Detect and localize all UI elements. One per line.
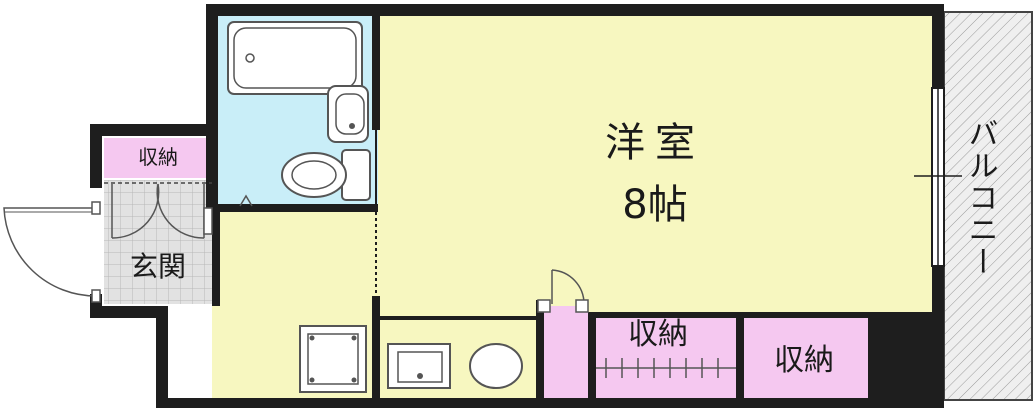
storage-small-door: [537, 269, 589, 313]
kitchen-sink: [387, 343, 451, 389]
storage-center-label: 収納: [628, 317, 688, 352]
washing-machine-space: [299, 325, 367, 393]
western-room-name: 洋室: [605, 120, 705, 166]
storage-hanger-rail: [596, 358, 736, 378]
storage-right-floor: [742, 318, 870, 400]
wash-basin: [327, 85, 369, 143]
balcony-area: [943, 11, 1033, 401]
storage-right-label: 収納: [774, 343, 834, 378]
entrance-label: 玄関: [130, 250, 186, 283]
storage-center-floor: [594, 318, 738, 400]
walls: [90, 4, 944, 408]
balcony-label: バルコニー: [963, 118, 998, 278]
entrance-door: [3, 201, 101, 303]
storage-small-floor: [544, 306, 588, 400]
balcony-window: [914, 87, 962, 267]
stove: [469, 343, 523, 389]
shoe-storage-doors: [104, 182, 213, 239]
storage-upper-left-label: 収納: [138, 145, 178, 169]
western-room-floor: [378, 16, 936, 316]
bathroom-step: [239, 194, 253, 207]
storage-upper-left-floor: [104, 138, 212, 178]
bathtub: [227, 21, 363, 95]
toilet: [281, 149, 371, 201]
western-room-size: 8帖: [622, 182, 687, 228]
